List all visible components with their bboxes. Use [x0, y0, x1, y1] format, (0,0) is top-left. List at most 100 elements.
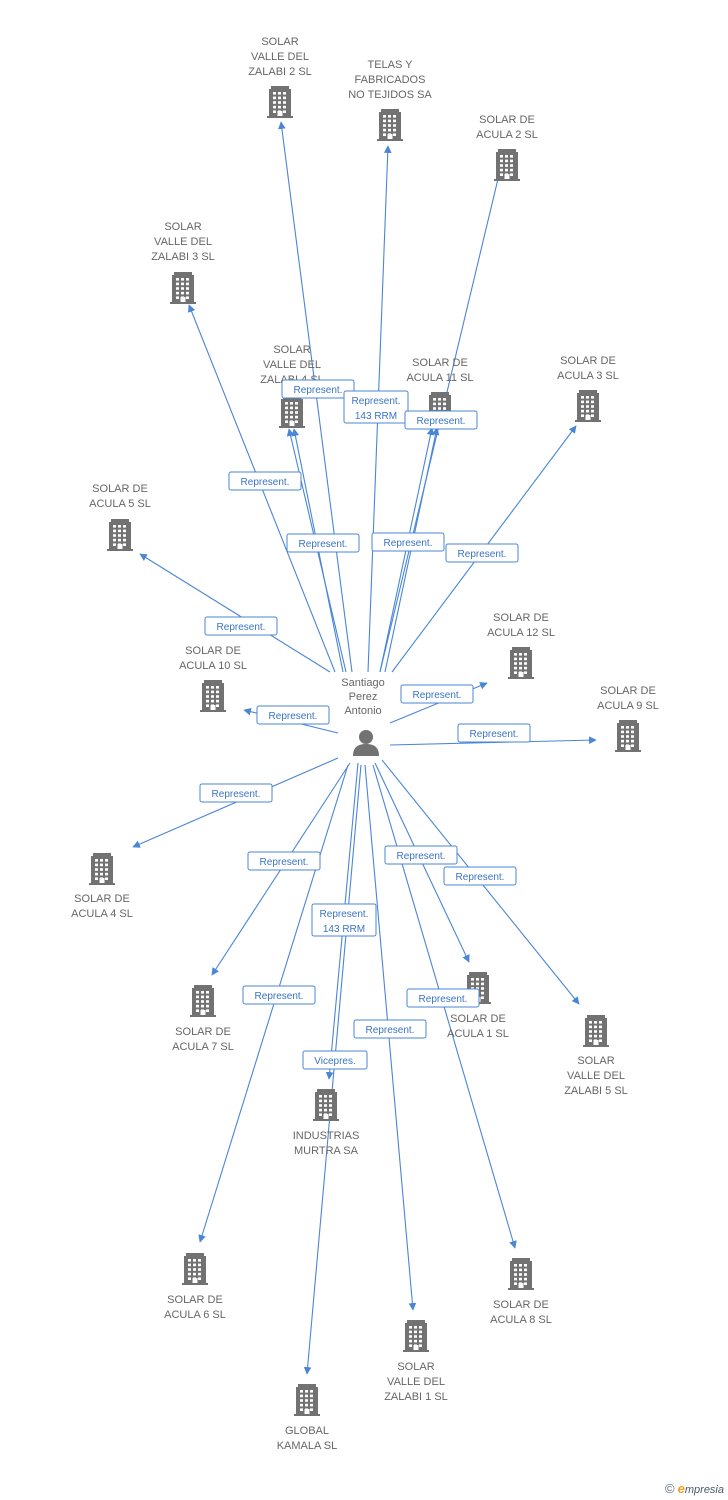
- company-name-line: ACULA 4 SL: [71, 908, 133, 920]
- company-node-acula8[interactable]: SOLAR DE ACULA 8 SL: [490, 1258, 552, 1326]
- person-name-line: Santiago: [341, 677, 384, 689]
- company-name-line: ACULA 1 SL: [447, 1028, 509, 1040]
- edge-label[interactable]: Represent. 143 RRM: [343, 390, 409, 424]
- person-icon: [353, 730, 379, 756]
- company-name-line: SOLAR DE: [450, 1013, 506, 1025]
- edge-label-text: Represent.: [458, 549, 507, 560]
- edge-label-text: Represent.: [352, 396, 401, 407]
- company-name-line: ACULA 9 SL: [597, 700, 659, 712]
- copyright-symbol: ©: [664, 1481, 675, 1496]
- edge-label-text: Vicepres.: [314, 1056, 356, 1067]
- edge-label[interactable]: Represent.: [400, 684, 474, 704]
- brand-logo: © empresia: [665, 1481, 724, 1496]
- edge-label[interactable]: Represent.: [281, 379, 355, 399]
- edge-label[interactable]: Represent.: [457, 723, 531, 743]
- building-icon: [403, 1320, 429, 1352]
- edge-label-text: Represent.: [384, 538, 433, 549]
- company-name-line: SOLAR DE: [167, 1294, 223, 1306]
- edge-label-text: Represent.: [397, 851, 446, 862]
- building-icon: [377, 109, 403, 141]
- building-icon: [575, 390, 601, 422]
- company-name-line: ZALABI 3 SL: [151, 251, 215, 263]
- company-name-line: ZALABI 2 SL: [248, 66, 312, 78]
- brand-initial: e: [677, 1481, 685, 1496]
- company-name-line: SOLAR DE: [412, 357, 468, 369]
- edge-label[interactable]: Represent.143 RRM: [311, 903, 377, 937]
- building-icon: [170, 272, 196, 304]
- company-name-line: ACULA 11 SL: [406, 372, 473, 384]
- company-node-acula6[interactable]: SOLAR DE ACULA 6 SL: [164, 1253, 226, 1321]
- edge-label[interactable]: Represent.: [406, 988, 480, 1008]
- company-name-line: ACULA 8 SL: [490, 1314, 552, 1326]
- edge-label[interactable]: Represent.: [204, 616, 278, 636]
- company-node-acula4[interactable]: SOLAR DE ACULA 4 SL: [71, 853, 133, 920]
- edge-label-text: Represent.: [320, 909, 369, 920]
- company-name-line: ACULA 2 SL: [476, 129, 538, 141]
- company-name-line: SOLAR DE: [479, 114, 535, 126]
- company-name-line: ACULA 6 SL: [164, 1309, 226, 1321]
- company-node-acula5[interactable]: SOLAR DE ACULA 5 SL: [89, 483, 151, 551]
- company-name-line: SOLAR DE: [92, 483, 148, 495]
- company-name-line: VALLE DEL: [154, 236, 212, 248]
- company-name-line: SOLAR DE: [74, 893, 130, 905]
- building-icon: [190, 985, 216, 1017]
- company-name-line: ZALABI 1 SL: [384, 1391, 448, 1403]
- edge-label[interactable]: Represent.: [443, 866, 517, 886]
- edge-label[interactable]: Represent.: [404, 410, 478, 430]
- company-name-line: INDUSTRIAS: [293, 1130, 360, 1142]
- edge-label[interactable]: Represent.: [445, 543, 519, 563]
- company-name-line: SOLAR: [164, 221, 201, 233]
- brand-name: mpresia: [684, 1484, 724, 1496]
- company-name-line: MURTRA SA: [294, 1145, 359, 1157]
- company-node-telas[interactable]: TELAS Y FABRICADOS NO TEJIDOS SA: [348, 59, 432, 141]
- edge-label[interactable]: Represent.: [256, 705, 330, 725]
- company-name-line: SOLAR: [577, 1055, 614, 1067]
- company-name-line: SOLAR DE: [493, 612, 549, 624]
- edge-label-text: 143 RRM: [355, 411, 397, 422]
- company-name-line: FABRICADOS: [355, 74, 426, 86]
- company-name-line: ZALABI 5 SL: [564, 1085, 628, 1097]
- company-name-line: NO TEJIDOS SA: [348, 89, 432, 101]
- edge-label[interactable]: Represent.: [242, 985, 316, 1005]
- company-name-line: TELAS Y: [367, 59, 413, 71]
- edge-label[interactable]: Represent.: [199, 783, 273, 803]
- edge-label-text: Represent.: [217, 622, 266, 633]
- person-name-line: Antonio: [344, 705, 381, 717]
- company-name-line: ACULA 7 SL: [172, 1041, 234, 1053]
- edge-label[interactable]: Represent.: [371, 532, 445, 552]
- edge-label[interactable]: Represent.: [286, 533, 360, 553]
- company-name-line: VALLE DEL: [387, 1376, 445, 1388]
- edge-label[interactable]: Represent.: [353, 1019, 427, 1039]
- edge-label-text: Represent.: [366, 1025, 415, 1036]
- company-name-line: KAMALA SL: [277, 1440, 338, 1452]
- edge-label[interactable]: Represent.: [247, 851, 321, 871]
- company-node-murtra[interactable]: INDUSTRIAS MURTRA SA: [293, 1089, 360, 1157]
- company-name-line: ACULA 3 SL: [557, 370, 619, 382]
- edge-label-text: Represent.: [470, 729, 519, 740]
- company-node-zalabi3[interactable]: SOLAR VALLE DEL ZALABI 3 SL: [151, 221, 215, 304]
- edge-to-acula5: [139, 553, 331, 673]
- company-name-line: VALLE DEL: [263, 359, 321, 371]
- company-name-line: SOLAR: [273, 344, 310, 356]
- edge-label[interactable]: Vicepres.: [302, 1050, 368, 1070]
- edge-label[interactable]: Represent.: [384, 845, 458, 865]
- company-name-line: ACULA 5 SL: [89, 498, 151, 510]
- edge-label-text: Represent.: [419, 994, 468, 1005]
- company-node-acula2[interactable]: SOLAR DE ACULA 2 SL: [476, 114, 538, 181]
- company-name-line: ACULA 10 SL: [179, 660, 247, 672]
- company-name-line: SOLAR DE: [493, 1299, 549, 1311]
- edge-label-text: Represent.: [456, 872, 505, 883]
- edge-label[interactable]: Represent.: [228, 471, 302, 491]
